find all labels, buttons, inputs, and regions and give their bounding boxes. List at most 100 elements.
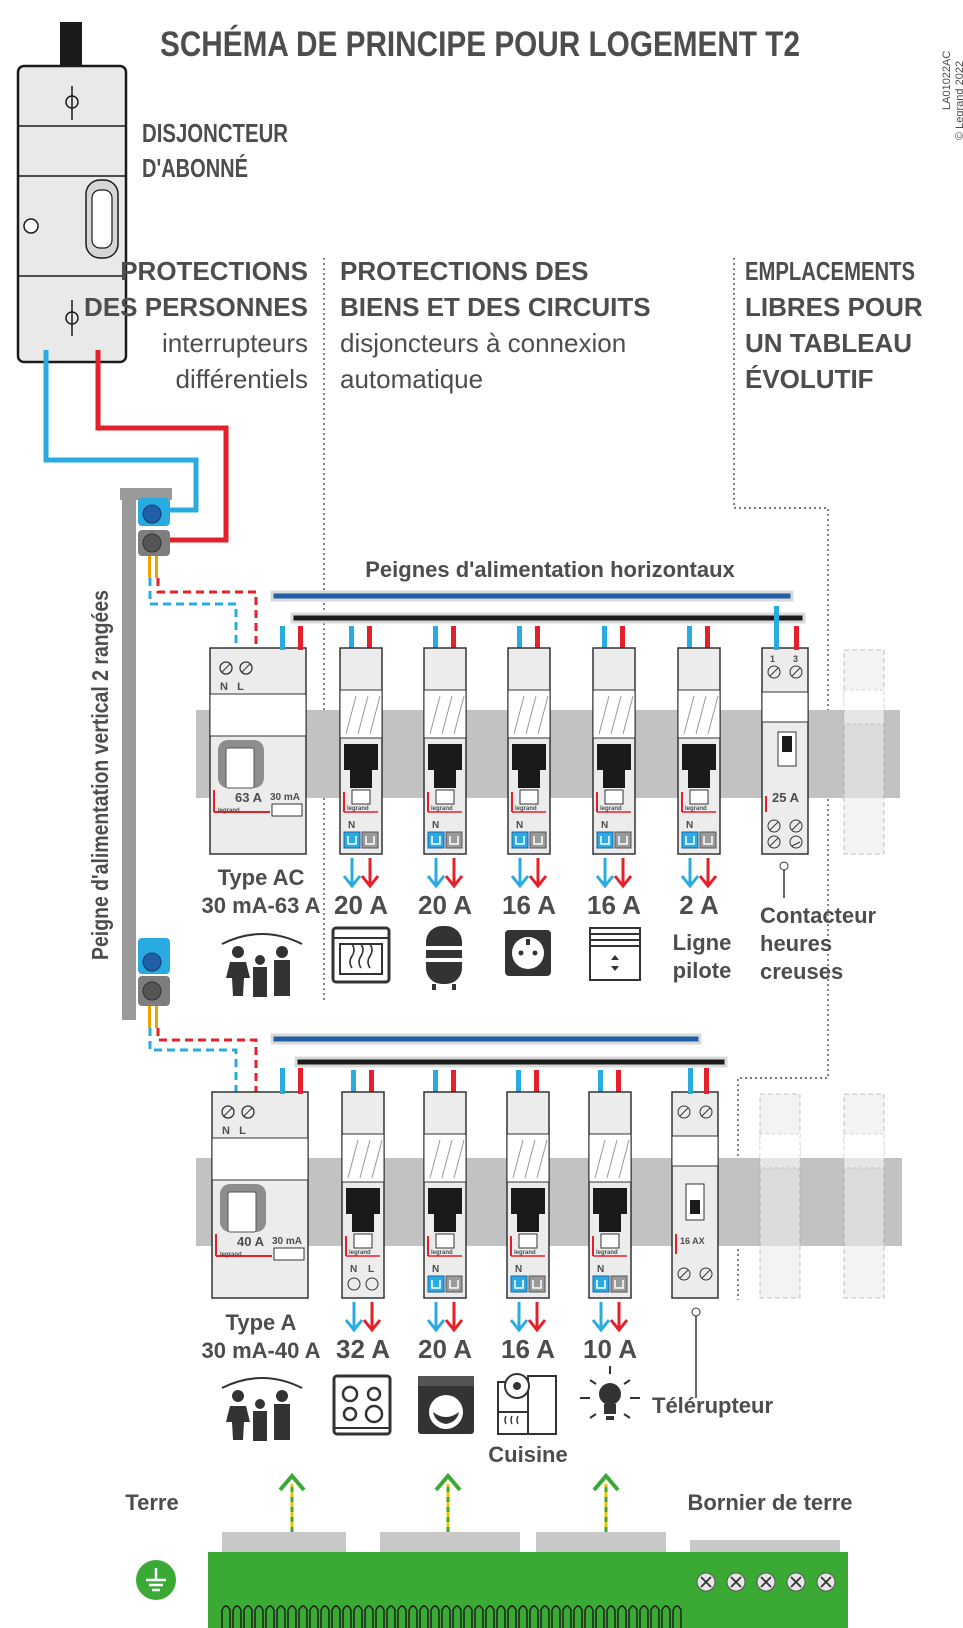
family-icon-row2	[221, 1377, 303, 1441]
rcd-row2-brand: legrand	[220, 1252, 242, 1258]
cooktop-icon	[332, 1374, 392, 1436]
breaker-brand: legrand	[596, 1250, 618, 1256]
divider-free-slots	[733, 258, 829, 1300]
earth-arrows	[278, 1472, 620, 1532]
dashed-neutral-row2	[148, 1028, 238, 1092]
breaker-terminal-n: N	[601, 820, 608, 831]
kitchen-label: Cuisine	[488, 1442, 567, 1467]
breaker-terminal-n: N	[348, 820, 355, 831]
main-breaker-label-2: D'ABONNÉ	[142, 153, 248, 183]
breaker-brand: legrand	[431, 806, 453, 812]
pilot-line-label-2: pilote	[673, 958, 732, 983]
row2-breaker-2-rating: 20 A	[418, 1334, 472, 1364]
rcd-row2: N L 40 A 30 mA legrand	[211, 1068, 309, 1299]
breaker-terminal-n: N	[432, 1264, 439, 1275]
rcd-row2-nl: N L	[222, 1125, 246, 1137]
water-heater-icon	[426, 926, 462, 990]
breaker-brand: legrand	[515, 806, 537, 812]
rcd-row1-sensitivity: 30 mA	[270, 792, 300, 803]
contactor-terminal-1: 1	[770, 654, 775, 664]
row1-breaker-4-rating: 16 A	[587, 890, 641, 920]
contactor-label-3: creuses	[760, 959, 843, 984]
pilot-line-label-1: Ligne	[673, 930, 732, 955]
row1-breaker-2-rating: 20 A	[418, 890, 472, 920]
breaker-terminal-n: N	[432, 820, 439, 831]
section-persons: PROTECTIONS DES PERSONNES interrupteurs …	[84, 256, 308, 394]
section-goods-line1: PROTECTIONS DES	[340, 256, 588, 286]
breaker-terminal-l: L	[368, 1264, 374, 1275]
free-slot-row2-b	[843, 1093, 885, 1299]
section-persons-line1: PROTECTIONS	[120, 256, 308, 286]
earth-icon	[136, 1560, 176, 1600]
row1-breaker-3-rating: 16 A	[502, 890, 556, 920]
contactor-label-2: heures	[760, 931, 832, 956]
row1-breaker-1-rating: 20 A	[334, 890, 388, 920]
oven-icon	[331, 926, 391, 984]
rcd-row1-type: Type AC	[218, 865, 305, 890]
socket-icon	[505, 930, 551, 976]
section-persons-line2: DES PERSONNES	[84, 292, 308, 322]
contactor-rating: 25 A	[772, 790, 800, 805]
breaker-terminal-n: N	[686, 820, 693, 831]
rcd-row1-brand: legrand	[218, 808, 240, 814]
breaker-brand: legrand	[514, 1250, 536, 1256]
section-free-line1: EMPLACEMENTS	[745, 256, 915, 286]
main-breaker-label-1: DISJONCTEUR	[142, 118, 288, 148]
family-icon-row1	[221, 933, 303, 997]
rcd-row2-sensitivity: 30 mA	[272, 1236, 302, 1247]
breaker-brand: legrand	[431, 1250, 453, 1256]
teleruptor-label: Télérupteur	[652, 1393, 773, 1418]
free-slot-row2-a	[759, 1093, 801, 1299]
horizontal-comb-label: Peignes d'alimentation horizontaux	[365, 557, 735, 582]
teleruptor-rating: 16 AX	[680, 1236, 705, 1246]
row2-breaker-3-rating: 16 A	[501, 1334, 555, 1364]
breaker-brand: legrand	[347, 806, 369, 812]
rcd-row2-type: Type A	[226, 1310, 297, 1335]
breaker-terminal-n: N	[516, 820, 523, 831]
rcd-row2-spec: 30 mA-40 A	[201, 1338, 320, 1363]
section-free: EMPLACEMENTS LIBRES POUR UN TABLEAU ÉVOL…	[745, 256, 923, 394]
section-goods-line2: BIENS ET DES CIRCUITS	[340, 292, 651, 322]
earth-arrow-3	[592, 1472, 620, 1532]
breaker-brand: legrand	[685, 806, 707, 812]
breaker-brand: legrand	[349, 1250, 371, 1256]
row2-breaker-1-rating: 32 A	[336, 1334, 390, 1364]
breaker-terminal-n: N	[350, 1264, 357, 1275]
comb-bus-black-row1	[290, 612, 806, 624]
lightbulb-icon	[580, 1366, 640, 1420]
copyright: © Legrand 2022	[954, 61, 963, 140]
section-persons-line4: différentiels	[176, 364, 309, 394]
teleruptor: 16 AX	[671, 1068, 719, 1398]
dashed-phase-row2	[156, 1028, 258, 1092]
earth-label: Terre	[125, 1490, 178, 1515]
dashed-phase-row1	[156, 578, 258, 648]
breaker-terminal-n: N	[515, 1264, 522, 1275]
section-goods-line3: disjoncteurs à connexion	[340, 328, 626, 358]
earth-terminal-block	[208, 1532, 848, 1628]
section-goods: PROTECTIONS DES BIENS ET DES CIRCUITS di…	[340, 256, 651, 394]
vertical-comb-label: Peigne d'alimentation vertical 2 rangées	[87, 590, 113, 960]
supply-wire-phase	[95, 350, 229, 543]
earth-arrow-1	[278, 1472, 306, 1532]
breaker-brand: legrand	[600, 806, 622, 812]
earth-terminal-label: Bornier de terre	[687, 1490, 852, 1515]
rcd-row1-nl: N L	[220, 681, 244, 693]
rcd-row1-spec: 30 mA-63 A	[201, 893, 320, 918]
dashed-neutral-row1	[148, 578, 238, 648]
rcd-row1: N L 63 A 30 mA legrand	[209, 626, 307, 855]
section-persons-line3: interrupteurs	[162, 328, 308, 358]
section-goods-line4: automatique	[340, 364, 483, 394]
comb-bus-blue-row1	[270, 590, 794, 602]
